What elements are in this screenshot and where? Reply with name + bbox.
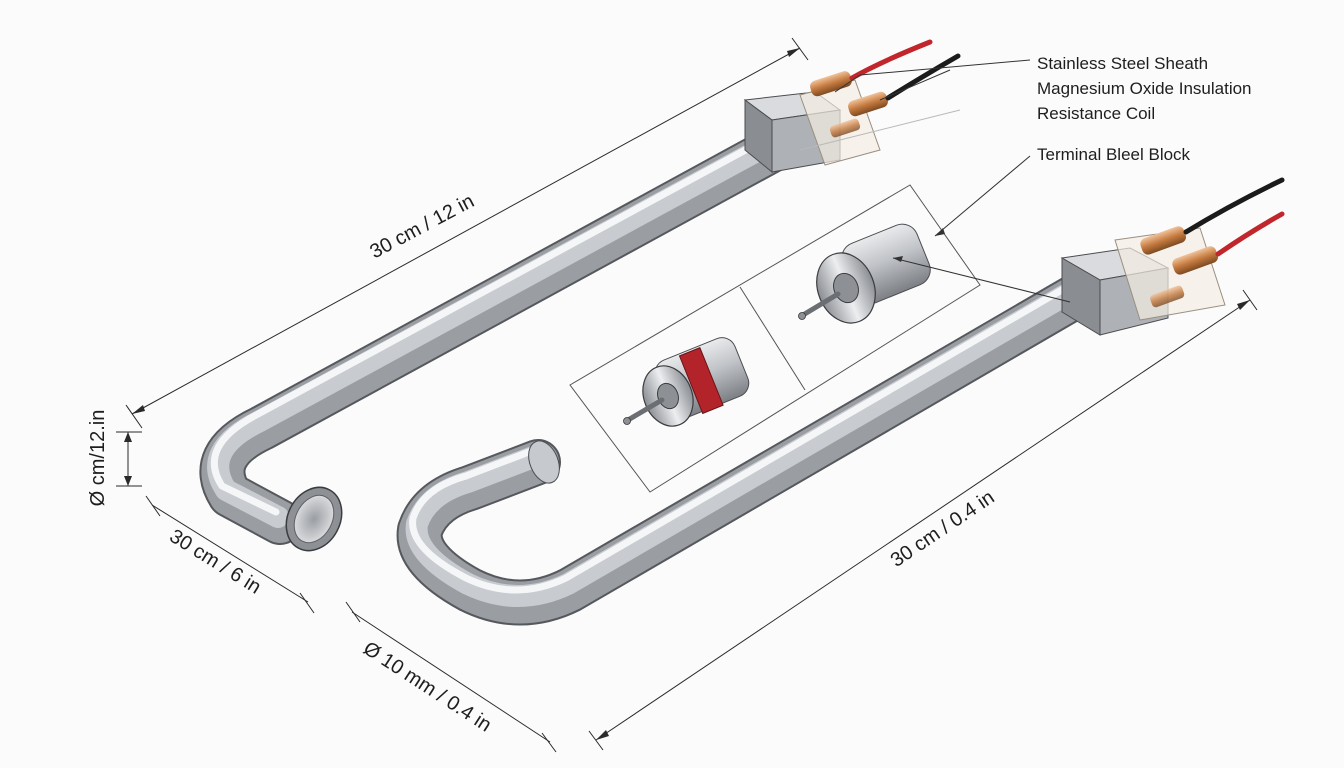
callout-insulation: Magnesium Oxide Insulation [1037,79,1252,98]
callout-leaders [834,59,1071,303]
right-terminal-block [1060,226,1226,336]
left-heating-tube [199,117,813,552]
top-copper-terminal-2 [848,91,888,117]
dim-top-length: 30 cm / 12 in [366,190,477,263]
terminal-pin-detail-view [798,223,931,324]
right-copper-terminal-1 [1140,226,1187,255]
right-heating-tube [396,262,1118,626]
dim-left-leg: 30 cm / 6 in [166,525,265,598]
right-red-wire [1215,211,1285,257]
coil-detail-view [623,337,750,427]
right-black-wire [1183,177,1285,235]
top-copper-terminal-1 [810,71,852,97]
callout-terminal-block: Terminal Bleel Block [1037,145,1191,164]
right-copper-terminal-2 [1172,246,1219,275]
top-terminal-block [743,71,888,174]
resistance-coil-band [678,347,724,415]
dim-right-length: 30 cm / 0.4 in [887,486,999,571]
detail-inset-frame [569,184,981,493]
dimension-lines [116,37,1258,753]
dim-bottom-diameter: Ø 10 mm / 0.4 in [359,637,495,736]
callout-coil: Resistance Coil [1037,104,1155,123]
dim-left-height: Ø cm/12.in [87,410,109,507]
callout-sheath: Stainless Steel Sheath [1037,54,1208,73]
top-red-wire [849,39,933,81]
